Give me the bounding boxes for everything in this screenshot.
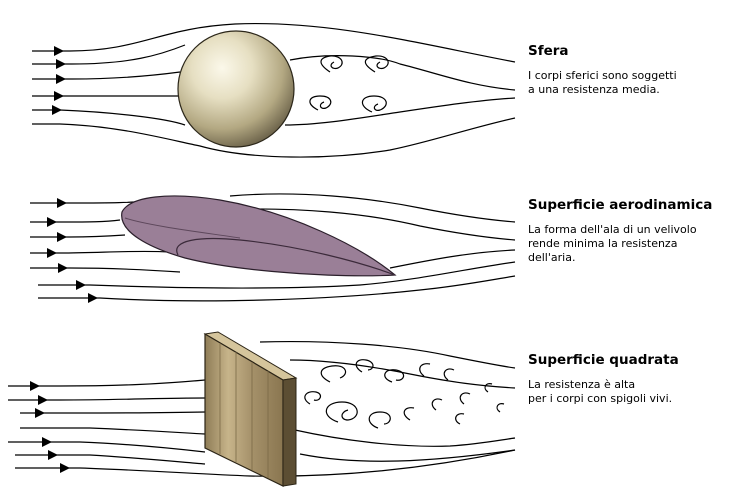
flow-arrow-icon [57,232,67,242]
flow-arrow-icon [38,395,48,405]
streamline [285,98,515,125]
vortex [420,364,430,376]
panel-title: Superficie aerodinamica [528,197,743,213]
flow-arrow-icon [48,450,58,460]
flat-plate-front [205,334,283,486]
panel-superficie-aerodinamica [30,194,515,303]
caption-superficie-quadrata: Superficie quadrata La resistenza è alta… [528,352,743,406]
streamline [20,428,205,434]
vortex [456,414,464,424]
flow-arrow-icon [30,381,40,391]
vortex [485,384,492,392]
flow-arrow-icon [42,437,52,447]
panel-sfera [32,24,515,158]
streamline [8,442,205,452]
streamline [295,430,515,446]
vortex [460,393,470,404]
vortex [385,370,404,382]
vortex [326,402,357,422]
streamline [260,342,515,368]
vortex [310,96,331,110]
vortex [321,366,345,382]
streamline [300,450,515,461]
vortex [497,404,504,412]
streamline [20,412,205,413]
flow-arrow-icon [76,280,86,290]
flat-plate-side [283,378,296,486]
streamline [15,455,205,464]
streamline [30,268,180,272]
flow-arrow-icon [56,74,66,84]
flow-arrow-icon [54,46,64,56]
flow-arrow-icon [58,263,68,273]
panel-superficie-quadrata [8,332,515,486]
streamline [32,72,180,79]
flow-arrow-icon [47,217,57,227]
panel-description: I corpi sferici sono soggetti a una resi… [528,69,743,97]
vortex [362,96,386,112]
caption-superficie-aerodinamica: Superficie aerodinamica La forma dell'al… [528,197,743,265]
airfoil-shape [122,196,395,276]
streamline [290,56,515,90]
flow-arrow-icon [88,293,98,303]
flow-arrow-icon [56,59,66,69]
flow-arrow-icon [52,105,62,115]
flow-arrow-icon [54,91,64,101]
panel-description: La forma dell'ala di un velivolo rende m… [528,223,743,265]
flow-arrow-icon [60,463,70,473]
sphere [178,31,294,147]
flow-arrow-icon [35,408,45,418]
vortex [369,412,390,428]
vortex [432,399,442,410]
vortex [321,56,342,72]
streamline [8,398,205,400]
streamline [30,235,125,237]
vortex [404,408,414,420]
panel-description: La resistenza è alta per i corpi con spi… [528,378,743,406]
streamline [30,220,120,222]
vortex [444,369,454,380]
vortex [305,392,321,404]
caption-sfera: Sfera I corpi sferici sono soggetti a un… [528,43,743,97]
flow-arrow-icon [47,248,57,258]
panel-title: Sfera [528,43,743,59]
panel-title: Superficie quadrata [528,352,743,368]
flow-arrow-icon [57,198,67,208]
